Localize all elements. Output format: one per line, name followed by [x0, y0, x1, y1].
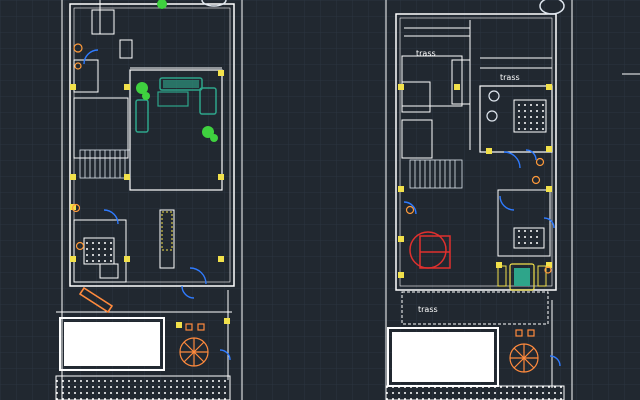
right-label-trass-right: trass	[500, 73, 520, 82]
left-hall	[73, 97, 129, 159]
right-top-room	[401, 55, 463, 107]
left-pool-fill	[64, 322, 160, 366]
right-toilet-icons	[405, 157, 552, 274]
right-red-armchair-icon	[409, 231, 451, 269]
left-car-icon	[201, 0, 227, 7]
right-doors	[403, 149, 561, 367]
left-living-room	[129, 69, 223, 191]
right-parasol-icon	[509, 329, 539, 373]
left-bed-pattern	[86, 240, 112, 262]
left-top-room	[91, 9, 115, 35]
left-lounge-chair-icon	[78, 286, 114, 314]
left-wc-room	[73, 59, 99, 93]
left-sofa-icon	[135, 77, 217, 133]
right-house-outline	[395, 13, 557, 291]
left-wardrobe	[99, 263, 119, 279]
right-bedroom	[479, 85, 553, 153]
right-lower-bed-icon	[513, 227, 545, 249]
right-shaft	[451, 59, 471, 105]
left-kitchen-counter	[159, 209, 175, 269]
right-armchair-icons	[486, 90, 500, 122]
right-lower-bed-pattern	[516, 230, 542, 246]
left-counter-top	[161, 211, 173, 251]
right-pool-fill	[392, 332, 494, 382]
right-mid-closet	[401, 119, 433, 159]
left-bed-icon	[83, 237, 115, 265]
left-parasol-icon	[179, 323, 209, 367]
right-label-trass-top: trass	[416, 49, 436, 58]
right-stairs-icon	[409, 159, 463, 189]
left-lower-room	[73, 219, 127, 283]
left-floor-plan	[55, 0, 243, 400]
right-lower-terrace	[401, 291, 549, 325]
right-label-trass-bottom: trass	[418, 305, 438, 314]
left-doors	[83, 49, 231, 361]
right-floor-plan	[385, 0, 573, 400]
left-gravel-strip	[55, 375, 231, 400]
right-car-icon	[539, 0, 565, 15]
right-bed-pattern	[516, 102, 544, 130]
right-bed-icon	[513, 99, 547, 133]
left-plant-icons	[136, 0, 218, 142]
left-house-outline	[69, 3, 235, 287]
left-stairs-icon	[79, 149, 131, 179]
left-shaft	[119, 39, 133, 59]
right-gravel-strip	[385, 385, 565, 400]
left-toilet-icons	[71, 43, 85, 251]
right-lounge-set-icon	[497, 263, 547, 291]
left-pool	[59, 317, 165, 371]
right-columns	[398, 84, 552, 278]
right-lower-room	[497, 189, 551, 257]
right-top-closet	[401, 81, 431, 113]
